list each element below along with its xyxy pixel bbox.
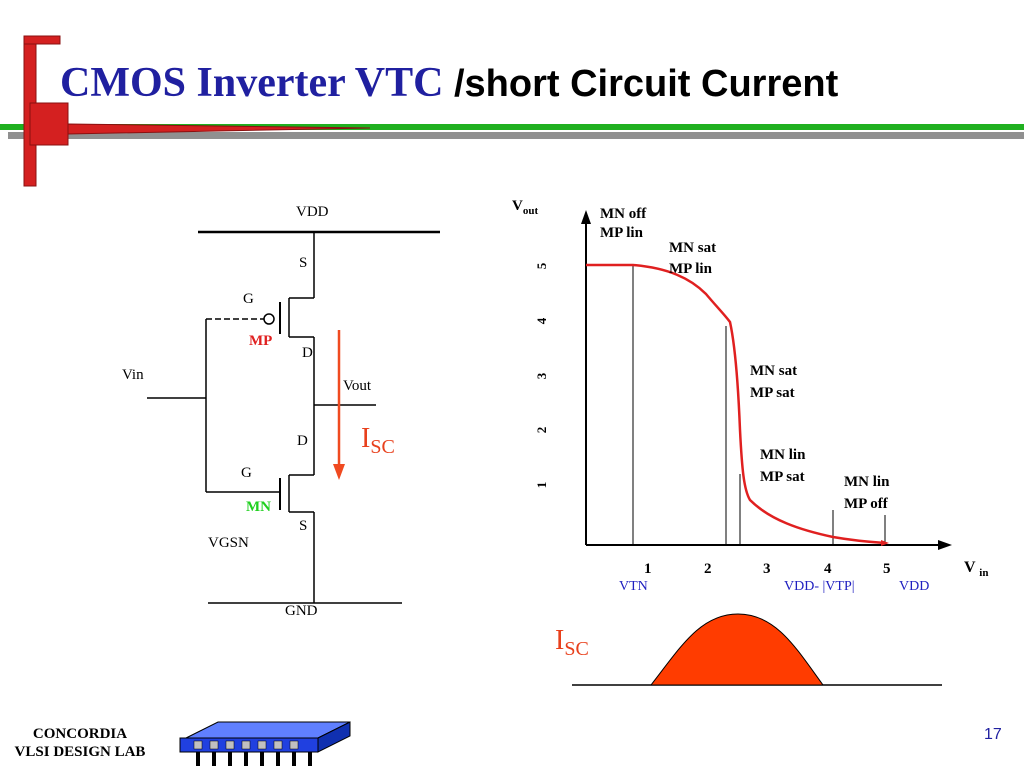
vin-label: Vin	[122, 367, 144, 383]
page-number: 17	[984, 726, 1002, 743]
vout-axis-label: Vout	[512, 199, 538, 217]
region-label-1: MN off MP lin	[600, 205, 646, 243]
region-3-line2: MP sat	[750, 385, 795, 401]
inverter-schematic	[147, 230, 440, 604]
isc-plot	[572, 613, 942, 686]
y-tick-4: 4	[534, 317, 549, 325]
vtc-curve	[586, 263, 886, 545]
y-tick-2: 2	[534, 426, 549, 434]
isc-pulse	[649, 613, 824, 686]
gnd-label: GND	[285, 603, 318, 619]
x-tick-1: 1	[644, 561, 652, 577]
pmos-gate-bubble	[263, 313, 275, 325]
vdd-vtp-annotation: VDD- |VTP|	[784, 579, 855, 594]
nmos-source-label: S	[299, 518, 308, 534]
isc-arrow-head	[333, 464, 345, 480]
header-gray-bar	[8, 132, 1024, 139]
region-5-line2: MP off	[844, 496, 888, 512]
header-green-bar	[0, 124, 1024, 130]
footer-lab-name: CONCORDIA VLSI DESIGN LAB	[2, 725, 158, 761]
pmos-source-label: S	[299, 255, 308, 271]
page-title: CMOS Inverter VTC /short Circuit Current	[60, 62, 838, 104]
region-4-line2: MP sat	[760, 469, 805, 485]
nmos-label: MN	[246, 499, 271, 515]
region-2-line1: MN sat	[669, 240, 717, 256]
region-label-2: MN sat MP lin	[669, 238, 716, 280]
pmos-label: MP	[249, 333, 273, 349]
nmos-gate-label: G	[241, 465, 252, 481]
x-tick-2: 2	[704, 561, 712, 577]
plot-isc-label: ISC	[555, 625, 589, 660]
region-1-line1: MN off	[600, 206, 647, 222]
vtc-x-axis-arrow	[938, 540, 952, 550]
page-title-part1: CMOS Inverter VTC	[60, 60, 444, 106]
y-tick-1: 1	[534, 481, 549, 489]
x-tick-5: 5	[883, 561, 891, 577]
vin-axis-main: V	[964, 559, 976, 576]
footer-line1: CONCORDIA	[32, 726, 128, 742]
vtn-annotation: VTN	[619, 579, 648, 594]
x-tick-3: 3	[763, 561, 771, 577]
page-title-part2: /short Circuit Current	[443, 63, 839, 105]
region-1-line2: MP lin	[600, 225, 643, 241]
region-label-5: MN lin MP off	[844, 471, 889, 515]
vgsn-label: VGSN	[208, 535, 249, 551]
schematic-isc-main: I	[361, 423, 371, 454]
footer-line2: VLSI DESIGN LAB	[14, 744, 146, 760]
region-4-line1: MN lin	[760, 447, 806, 463]
vtc-y-axis-arrow	[581, 210, 591, 224]
region-label-4: MN lin MP sat	[760, 444, 805, 488]
vout-axis-sub: out	[522, 205, 539, 217]
pmos-drain-label: D	[302, 345, 313, 361]
region-5-line1: MN lin	[844, 474, 890, 490]
pmos-gate-label: G	[243, 291, 254, 307]
vtc-end-marker	[881, 540, 889, 546]
schematic-isc-label: ISC	[361, 423, 395, 458]
vout-label: Vout	[343, 378, 372, 394]
plot-isc-sub: SC	[564, 638, 589, 660]
vout-axis-main: V	[512, 198, 523, 214]
region-3-line1: MN sat	[750, 363, 798, 379]
x-tick-4: 4	[824, 561, 832, 577]
vin-axis-sub: in	[979, 567, 989, 580]
chip-icon	[179, 721, 351, 766]
region-label-3: MN sat MP sat	[750, 360, 797, 404]
region-2-line2: MP lin	[669, 261, 712, 277]
header-red-wedge	[67, 123, 371, 135]
vdd-annotation: VDD	[899, 579, 930, 594]
vdd-label: VDD	[296, 204, 329, 220]
header-red-square	[29, 102, 69, 146]
y-tick-3: 3	[534, 372, 549, 380]
header-decoration	[0, 35, 1024, 187]
y-tick-5: 5	[534, 262, 549, 270]
schematic-isc-sub: SC	[370, 436, 395, 458]
header-red-bracket-top	[23, 35, 61, 45]
plot-isc-main: I	[555, 625, 565, 656]
nmos-drain-label: D	[297, 433, 308, 449]
vin-axis-label: V in	[964, 560, 988, 579]
vtc-plot	[581, 210, 952, 550]
